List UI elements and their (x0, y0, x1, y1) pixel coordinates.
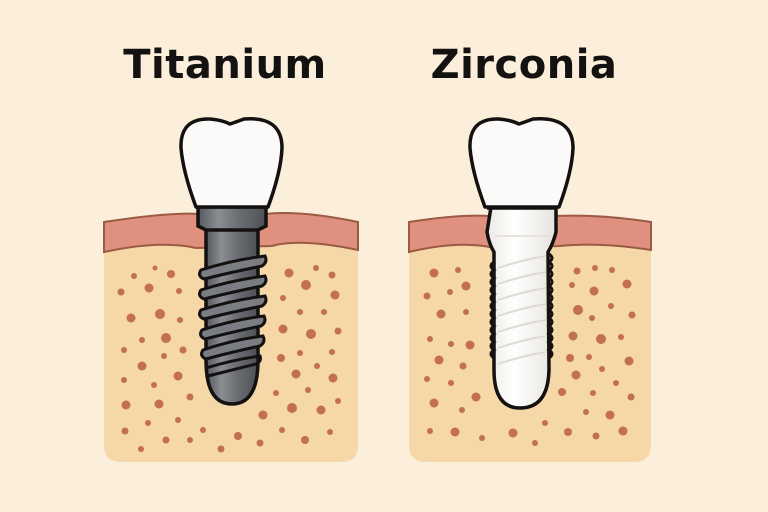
titanium-abutment (196, 205, 268, 232)
zirconia-thread-highlights (497, 255, 547, 365)
titanium-crown (179, 117, 284, 209)
titanium-title: Titanium (123, 42, 327, 88)
zirconia-title: Zirconia (430, 42, 618, 88)
zirconia-implant-body (485, 205, 558, 410)
zirconia-panel (408, 117, 652, 462)
titanium-implant-threads (198, 254, 268, 378)
zirconia-implant-threads (489, 252, 554, 360)
bone-porosity-dots (117, 265, 342, 453)
zirconia-crown (468, 117, 575, 209)
bone-porosity-dots (423, 265, 636, 446)
titanium-panel (103, 117, 359, 462)
